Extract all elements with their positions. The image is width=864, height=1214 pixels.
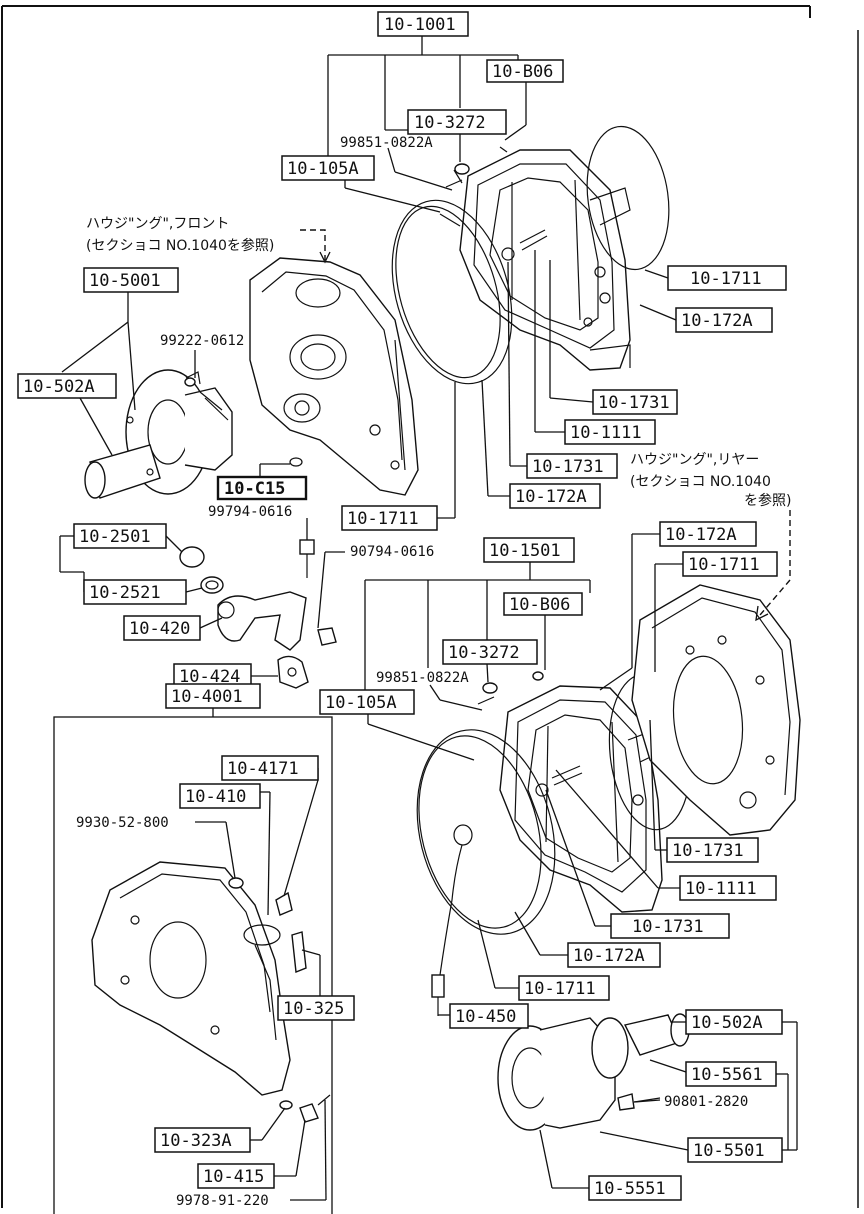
label-10-4001: 10-4001 — [171, 687, 243, 707]
label-9930-52-800: 9930-52-800 — [76, 815, 169, 831]
note-rear-housing-line2: (セクショコ NO.1040 — [630, 474, 771, 490]
oil-pump-housing-drawing — [91, 861, 331, 1123]
label-10-1731-d: 10-1731 — [632, 917, 704, 937]
label-10-5561: 10-5561 — [691, 1065, 763, 1085]
lower-rotor-oring-drawing — [416, 729, 556, 935]
label-10-172a-d: 10-172A — [573, 946, 645, 966]
label-9978-91-220: 9978-91-220 — [176, 1193, 269, 1209]
label-10-502a-upper: 10-502A — [23, 377, 95, 397]
note-rear-housing-line1: ハウジ"ング",リヤー — [630, 452, 759, 468]
page-frame — [1, 5, 859, 1208]
label-90794-0616: 90794-0616 — [350, 544, 434, 560]
label-10-5551: 10-5551 — [594, 1179, 666, 1199]
label-10-1111-b: 10-1111 — [685, 879, 757, 899]
label-10-1711-a: 10-1711 — [690, 269, 762, 289]
note-front-housing-line1: ハウジ"ング",フロント — [86, 216, 229, 232]
front-oil-seal-assembly-drawing — [84, 369, 233, 499]
leader-lines — [53, 36, 798, 1214]
label-90801-2820: 90801-2820 — [664, 1094, 748, 1110]
label-99851-0822a-lower: 99851-0822A — [376, 670, 469, 686]
label-99851-0822a-upper: 99851-0822A — [340, 135, 433, 151]
label-10-5001: 10-5001 — [89, 271, 161, 291]
oil-level-sensor-drawing — [431, 844, 463, 1016]
label-10-3272-lower: 10-3272 — [448, 643, 520, 663]
reference-arrows — [300, 229, 791, 622]
rear-housing-drawing — [631, 584, 801, 836]
label-10-2521: 10-2521 — [89, 583, 161, 603]
label-10-323a: 10-323A — [160, 1131, 232, 1151]
upper-rotor-housing-drawing — [459, 125, 670, 371]
label-10-1711-b: 10-1711 — [347, 509, 419, 529]
label-10-105a-upper: 10-105A — [287, 159, 359, 179]
small-parts-drawing — [184, 163, 544, 705]
label-10-420: 10-420 — [129, 619, 190, 639]
label-10-172a-a: 10-172A — [681, 311, 753, 331]
label-10-424: 10-424 — [179, 667, 240, 687]
label-texts: 10-1001 10-B06 10-3272 99851-0822A 10-10… — [23, 15, 791, 1209]
label-10-415: 10-415 — [203, 1167, 264, 1187]
note-rear-housing-line3: を参照) — [744, 492, 791, 509]
label-10-1711-d: 10-1711 — [524, 979, 596, 999]
label-10-450: 10-450 — [455, 1007, 516, 1027]
label-99794-0616: 99794-0616 — [208, 504, 292, 520]
label-10-2501: 10-2501 — [79, 527, 151, 547]
label-10-172a-c: 10-172A — [665, 525, 737, 545]
label-10-3272-upper: 10-3272 — [414, 113, 486, 133]
label-10-1731-b: 10-1731 — [532, 457, 604, 477]
label-10-b06-lower: 10-B06 — [509, 595, 570, 615]
rear-oil-seal-assembly-drawing — [497, 1013, 690, 1131]
label-10-b06-upper: 10-B06 — [492, 62, 553, 82]
label-10-1501: 10-1501 — [489, 541, 561, 561]
label-10-1111-a: 10-1111 — [570, 423, 642, 443]
label-10-1711-c: 10-1711 — [688, 555, 760, 575]
front-housing-drawing — [249, 257, 419, 496]
label-10-4171: 10-4171 — [227, 759, 299, 779]
label-10-410: 10-410 — [185, 787, 246, 807]
label-10-c15: 10-C15 — [224, 479, 285, 499]
note-front-housing-line2: (セクショコ NO.1040を参照) — [86, 237, 274, 254]
label-10-502a-lower: 10-502A — [691, 1013, 763, 1033]
label-10-325: 10-325 — [283, 999, 344, 1019]
label-10-1731-a: 10-1731 — [598, 393, 670, 413]
label-10-1001: 10-1001 — [384, 15, 456, 35]
label-10-1731-c: 10-1731 — [672, 841, 744, 861]
label-10-5501: 10-5501 — [693, 1141, 765, 1161]
label-10-172a-b: 10-172A — [515, 487, 587, 507]
oil-pipe-drawing — [179, 539, 337, 689]
label-10-105a-lower: 10-105A — [325, 693, 397, 713]
label-99222-0612: 99222-0612 — [160, 333, 244, 349]
label-boxes — [17, 11, 787, 1201]
